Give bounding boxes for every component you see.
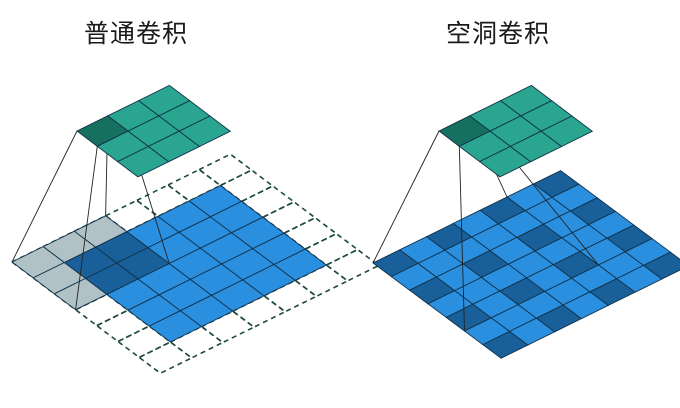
dilated-conv-title: 空洞卷积 xyxy=(446,19,551,48)
standard-output-cell xyxy=(178,115,232,148)
padding-cell xyxy=(197,153,254,187)
dilated-kernel-cell xyxy=(642,251,680,280)
padding-cell xyxy=(324,248,381,282)
dilated-projection-line xyxy=(458,146,465,332)
padding-cell xyxy=(137,341,194,375)
dilated-projection-line xyxy=(372,130,440,264)
input-cell xyxy=(273,248,328,281)
dilated-output-cell xyxy=(540,115,594,148)
standard-projection-line xyxy=(75,146,98,310)
standard-conv-title: 普通卷积 xyxy=(84,19,189,48)
standard-projection-line xyxy=(11,130,78,263)
